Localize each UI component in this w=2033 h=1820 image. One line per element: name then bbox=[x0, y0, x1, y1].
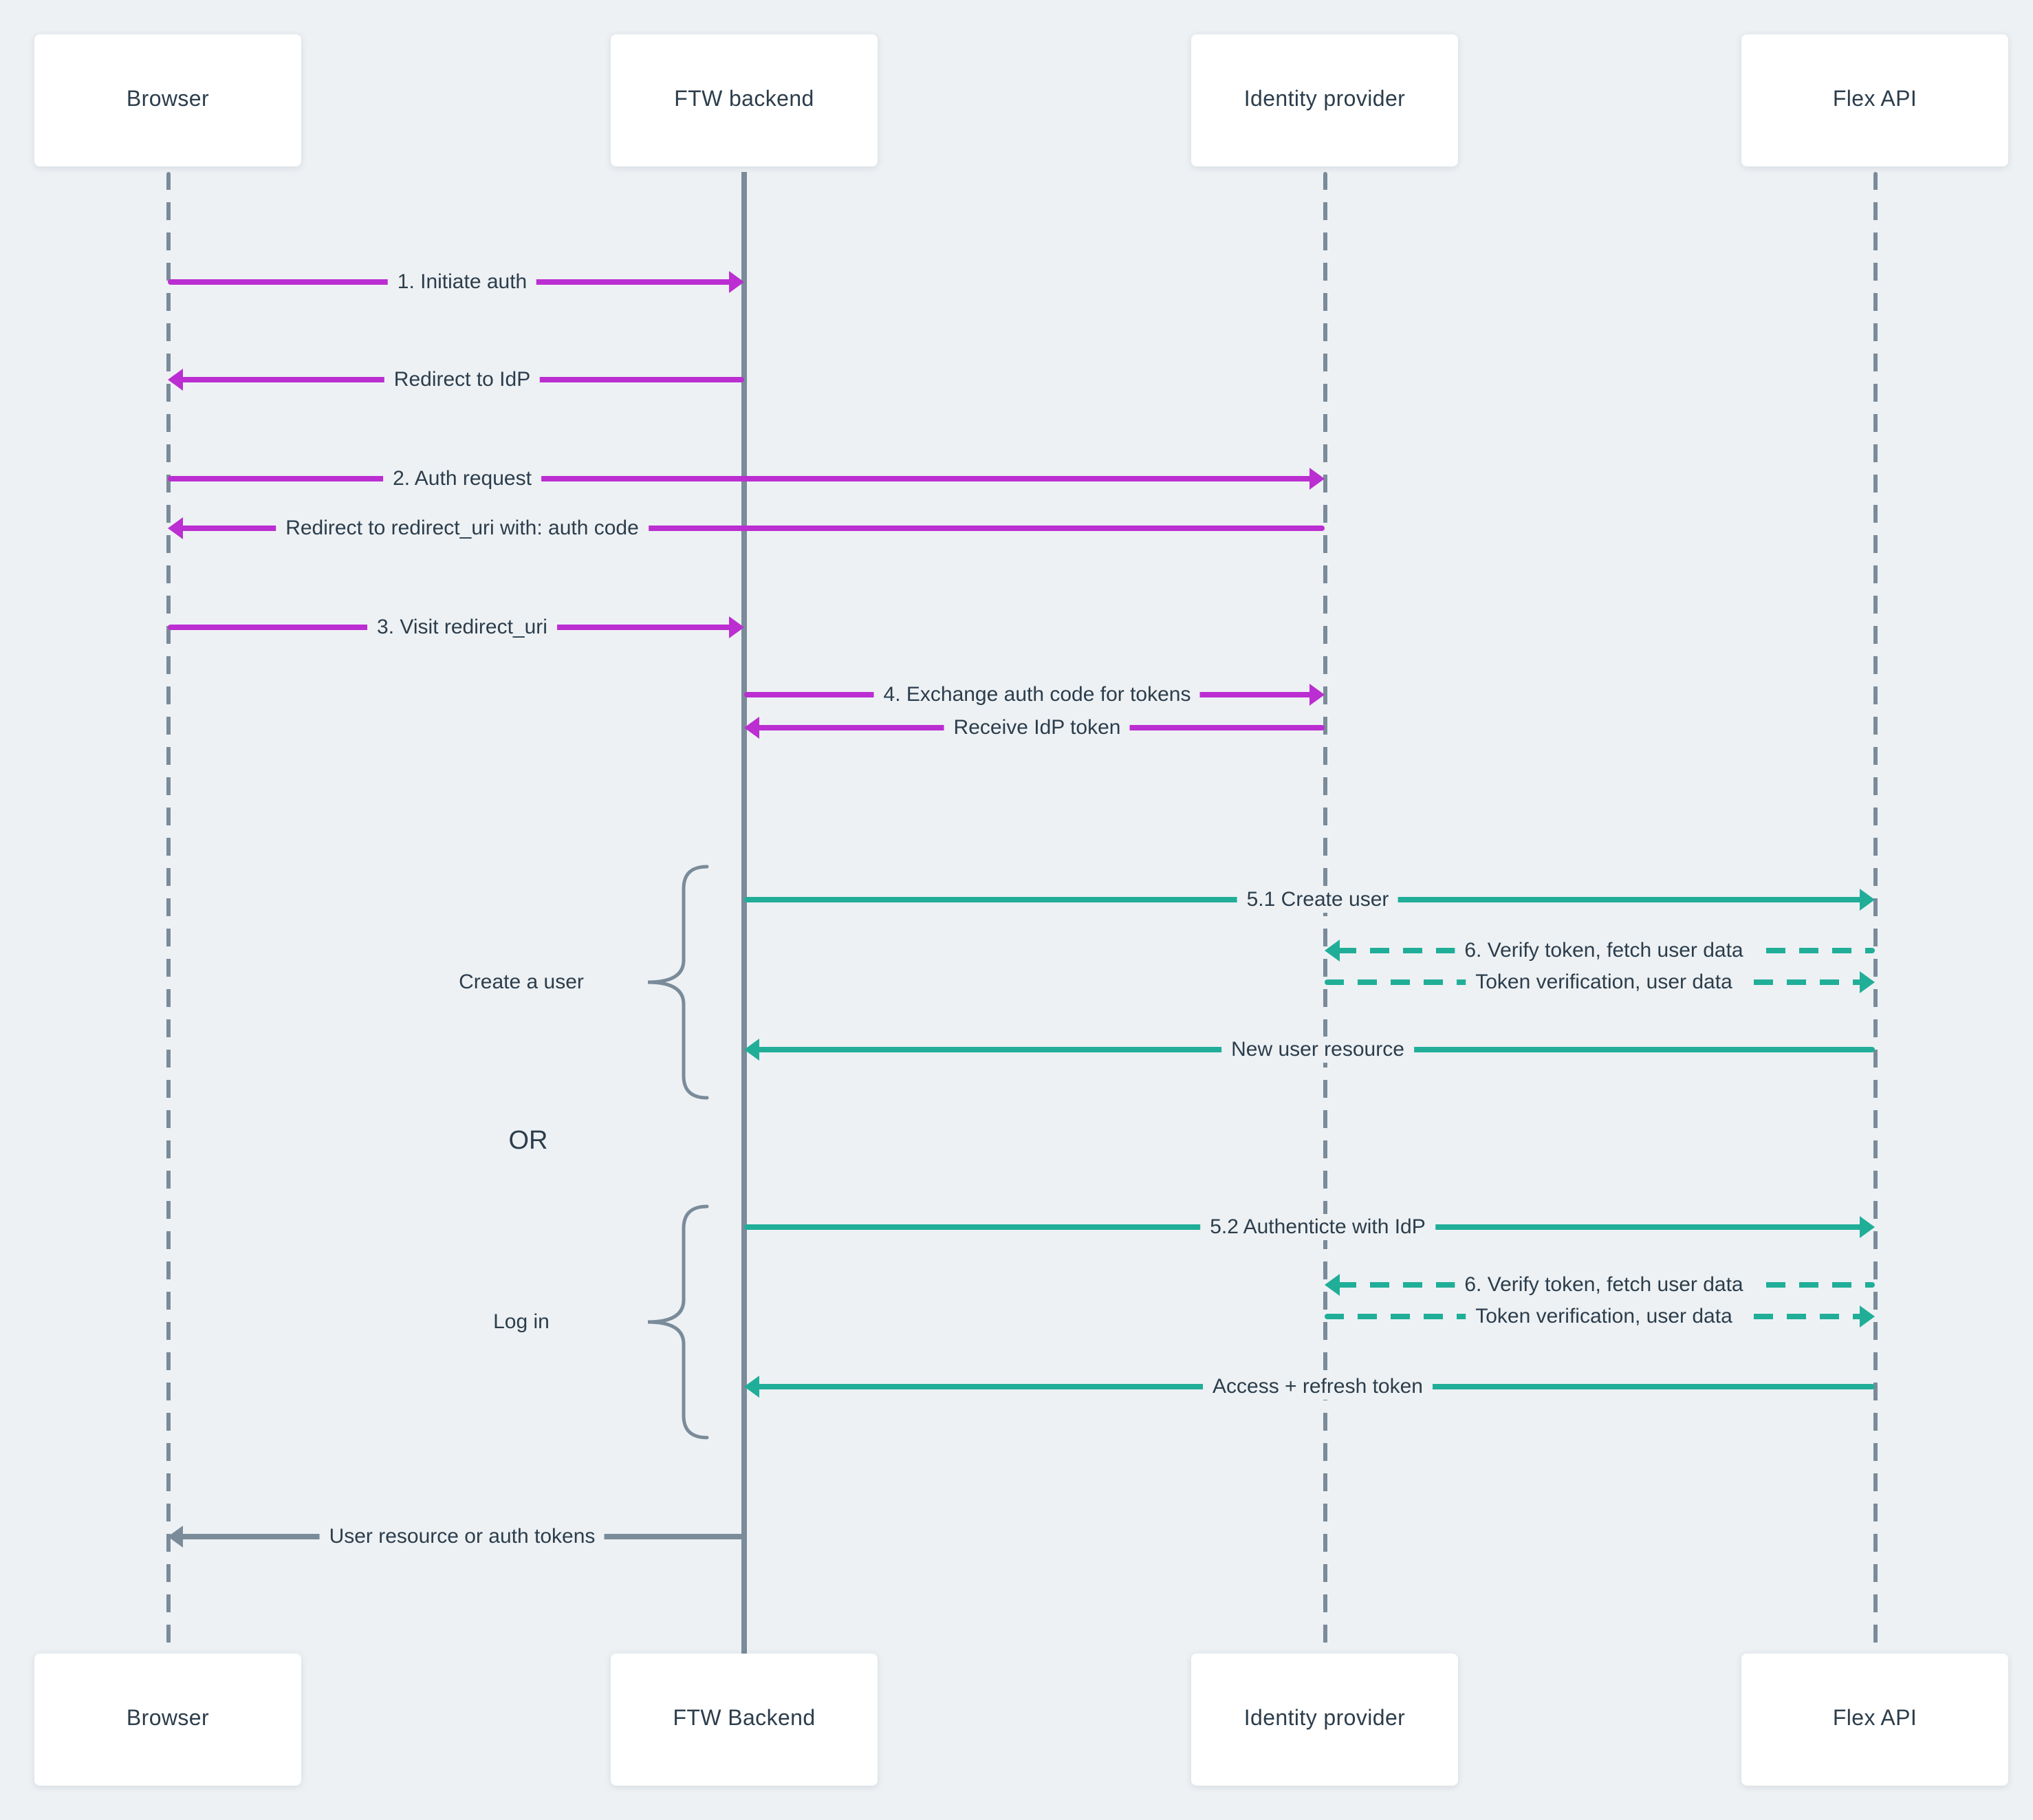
create-user-brace bbox=[647, 865, 709, 1100]
message-1-label: 1. Initiate auth bbox=[387, 269, 537, 295]
actor-box-ftw-top: FTW backend bbox=[611, 34, 878, 166]
lifeline-ftw bbox=[741, 172, 747, 1654]
message-16-label: User resource or auth tokens bbox=[319, 1524, 605, 1550]
actor-box-idp-top: Identity provider bbox=[1191, 34, 1458, 166]
message-4-arrowhead-icon bbox=[168, 517, 183, 539]
message-15-label: Access + refresh token bbox=[1203, 1374, 1433, 1400]
message-16-arrowhead-icon bbox=[168, 1526, 183, 1548]
message-10-label: Token verification, user data bbox=[1466, 969, 1742, 995]
actor-box-browser-bottom: Browser bbox=[34, 1654, 301, 1786]
message-12-arrowhead-icon bbox=[1860, 1216, 1875, 1238]
message-13-arrowhead-icon bbox=[1325, 1274, 1340, 1296]
actor-label-idp-top: Identity provider bbox=[1243, 88, 1406, 111]
lifeline-flex bbox=[1873, 172, 1877, 1654]
message-9-arrowhead-icon bbox=[1325, 940, 1340, 962]
message-5-arrowhead-icon bbox=[729, 616, 744, 638]
login-brace bbox=[647, 1204, 709, 1440]
message-8-label: 5.1 Create user bbox=[1237, 887, 1399, 913]
message-14-label: Token verification, user data bbox=[1466, 1303, 1742, 1330]
message-11-label: New user resource bbox=[1221, 1037, 1414, 1063]
message-14-arrowhead-icon bbox=[1860, 1306, 1875, 1328]
actor-label-flex-bottom: Flex API bbox=[1832, 1707, 1917, 1731]
message-11-arrowhead-icon bbox=[744, 1039, 759, 1061]
message-4-shaft bbox=[180, 526, 1325, 531]
message-7-arrowhead-icon bbox=[744, 717, 759, 739]
message-6-arrowhead-icon bbox=[1309, 684, 1325, 706]
message-6-label: 4. Exchange auth code for tokens bbox=[873, 682, 1201, 708]
message-3-shaft bbox=[168, 476, 1312, 481]
message-3-label: 2. Auth request bbox=[383, 466, 541, 492]
message-10-arrowhead-icon bbox=[1860, 971, 1875, 993]
group-label-create-a-user: Create a user bbox=[459, 971, 584, 994]
message-1-arrowhead-icon bbox=[729, 271, 744, 293]
message-2-arrowhead-icon bbox=[168, 369, 183, 391]
lifeline-browser bbox=[166, 172, 170, 1654]
actor-label-flex-top: Flex API bbox=[1832, 88, 1917, 111]
actor-box-ftw-bottom: FTW Backend bbox=[611, 1654, 878, 1786]
message-4-label: Redirect to redirect_uri with: auth code bbox=[276, 515, 649, 541]
actor-label-browser-bottom: Browser bbox=[126, 1707, 210, 1731]
message-15-arrowhead-icon bbox=[744, 1376, 759, 1398]
actor-label-idp-bottom: Identity provider bbox=[1243, 1707, 1406, 1731]
message-13-label: 6. Verify token, fetch user data bbox=[1455, 1272, 1753, 1298]
actor-label-ftw-top: FTW backend bbox=[674, 88, 814, 111]
message-7-label: Receive IdP token bbox=[944, 715, 1131, 741]
group-label-log-in: Log in bbox=[493, 1310, 550, 1334]
message-2-label: Redirect to IdP bbox=[384, 367, 541, 393]
message-8-arrowhead-icon bbox=[1860, 889, 1875, 911]
message-12-label: 5.2 Authenticte with IdP bbox=[1200, 1214, 1435, 1240]
actor-box-idp-bottom: Identity provider bbox=[1191, 1654, 1458, 1786]
actor-label-browser-top: Browser bbox=[126, 88, 210, 111]
actor-box-flex-bottom: Flex API bbox=[1741, 1654, 2008, 1786]
message-3-arrowhead-icon bbox=[1309, 468, 1325, 490]
actor-box-browser-top: Browser bbox=[34, 34, 301, 166]
message-5-label: 3. Visit redirect_uri bbox=[367, 614, 557, 640]
lifeline-idp bbox=[1323, 172, 1327, 1654]
message-9-label: 6. Verify token, fetch user data bbox=[1455, 938, 1753, 964]
actor-box-flex-top: Flex API bbox=[1741, 34, 2008, 166]
actor-label-ftw-bottom: FTW Backend bbox=[673, 1707, 816, 1731]
or-label: OR bbox=[508, 1127, 548, 1156]
